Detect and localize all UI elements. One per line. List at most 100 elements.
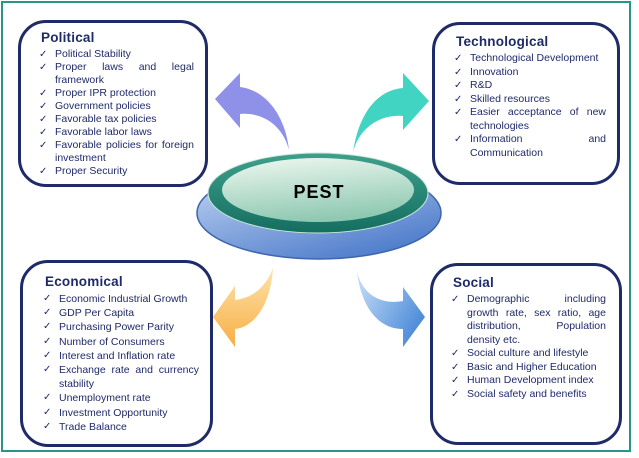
list-item-text: Human Development index bbox=[467, 374, 594, 386]
list-item: ✓ Information and Communication bbox=[454, 133, 606, 160]
list-item-text: Favorable tax policies bbox=[55, 113, 157, 125]
check-icon: ✓ bbox=[454, 134, 463, 145]
check-icon: ✓ bbox=[43, 349, 52, 361]
check-icon: ✓ bbox=[43, 420, 52, 432]
check-icon: ✓ bbox=[43, 293, 52, 304]
list-item-text: Favorable labor laws bbox=[55, 126, 152, 138]
list-item-text: Purchasing Power Parity bbox=[59, 321, 174, 334]
check-icon: ✓ bbox=[43, 307, 52, 319]
list-item-text: Social safety and benefits bbox=[467, 387, 587, 400]
list-item: ✓ Social safety and benefits bbox=[451, 388, 606, 402]
list-item: ✓ R&D bbox=[454, 79, 606, 93]
check-icon: ✓ bbox=[451, 294, 460, 305]
list-item: ✓ Demographic including growth rate, sex… bbox=[451, 293, 606, 347]
check-icon: ✓ bbox=[451, 388, 460, 400]
factor-box-economical: Economical ✓ Economic Industrial Growth … bbox=[20, 260, 213, 447]
list-item: ✓ GDP Per Capita bbox=[43, 306, 199, 320]
list-item: ✓ Skilled resources bbox=[454, 93, 606, 107]
list-item: ✓ Favorable labor laws bbox=[39, 126, 194, 139]
check-icon: ✓ bbox=[43, 364, 52, 376]
list-item: ✓ Political Stability bbox=[39, 48, 194, 61]
pest-label: PEST bbox=[293, 182, 345, 202]
list-item-text: Number of Consumers bbox=[59, 335, 165, 348]
list-item-text: Technological Development bbox=[470, 52, 599, 64]
list-item: ✓ Trade Balance bbox=[43, 420, 199, 434]
check-icon: ✓ bbox=[454, 93, 463, 105]
list-item-text: Innovation bbox=[470, 65, 519, 78]
factor-box-political: Political ✓ Political Stability ✓ Proper… bbox=[18, 20, 208, 187]
economical-list: ✓ Economic Industrial Growth ✓ GDP Per C… bbox=[43, 292, 199, 434]
list-item: ✓ Interest and Inflation rate bbox=[43, 349, 199, 363]
social-list: ✓ Demographic including growth rate, sex… bbox=[451, 293, 606, 401]
list-item-text: Basic and Higher Education bbox=[467, 360, 597, 373]
political-list: ✓ Political Stability ✓ Proper laws and … bbox=[39, 48, 194, 178]
curved-arrow-to-social-icon bbox=[357, 272, 425, 347]
list-item-text: Proper laws and legal framework bbox=[55, 61, 194, 86]
list-item: ✓ Favorable policies for foreign investm… bbox=[39, 139, 194, 165]
check-icon: ✓ bbox=[39, 127, 48, 138]
check-icon: ✓ bbox=[39, 140, 48, 151]
list-item-text: Investment Opportunity bbox=[59, 406, 168, 419]
list-item-text: Information and Communication bbox=[470, 133, 606, 159]
list-item: ✓ Technological Development bbox=[454, 52, 606, 66]
technological-list: ✓ Technological Development ✓ Innovation… bbox=[454, 52, 606, 160]
list-item-text: Easier acceptance of new technologies bbox=[470, 106, 606, 132]
political-title: Political bbox=[41, 30, 95, 45]
check-icon: ✓ bbox=[451, 375, 460, 386]
list-item: ✓ Purchasing Power Parity bbox=[43, 320, 199, 334]
list-item: ✓ Human Development index bbox=[451, 374, 606, 388]
list-item-text: Trade Balance bbox=[59, 420, 127, 433]
list-item-text: R&D bbox=[470, 79, 493, 91]
list-item: ✓ Number of Consumers bbox=[43, 335, 199, 349]
check-icon: ✓ bbox=[451, 361, 460, 373]
list-item: ✓ Government policies bbox=[39, 100, 194, 113]
economical-title: Economical bbox=[45, 274, 123, 289]
list-item: ✓ Favorable tax policies bbox=[39, 113, 194, 126]
list-item: ✓ Social culture and lifestyle bbox=[451, 347, 606, 361]
check-icon: ✓ bbox=[454, 107, 463, 118]
check-icon: ✓ bbox=[39, 49, 48, 60]
list-item-text: Skilled resources bbox=[470, 92, 550, 105]
list-item: ✓ Unemployment rate bbox=[43, 391, 199, 405]
list-item-text: Demographic including growth rate, sex r… bbox=[467, 293, 606, 346]
list-item-text: Favorable policies for foreign investmen… bbox=[55, 139, 194, 164]
list-item-text: Interest and Inflation rate bbox=[59, 349, 176, 362]
list-item-text: Social culture and lifestyle bbox=[467, 347, 589, 359]
list-item-text: Proper Security bbox=[55, 165, 128, 177]
check-icon: ✓ bbox=[43, 335, 52, 347]
pest-center-ellipse bbox=[196, 152, 442, 260]
check-icon: ✓ bbox=[454, 80, 463, 91]
list-item: ✓ Investment Opportunity bbox=[43, 406, 199, 420]
check-icon: ✓ bbox=[43, 406, 52, 418]
technological-title: Technological bbox=[456, 34, 549, 49]
check-icon: ✓ bbox=[454, 53, 463, 64]
check-icon: ✓ bbox=[454, 66, 463, 78]
list-item: ✓ Easier acceptance of new technologies bbox=[454, 106, 606, 133]
list-item: ✓ Basic and Higher Education bbox=[451, 361, 606, 375]
list-item-text: Proper IPR protection bbox=[55, 87, 156, 99]
check-icon: ✓ bbox=[451, 348, 460, 359]
list-item-text: GDP Per Capita bbox=[59, 307, 135, 320]
list-item: ✓ Proper Security bbox=[39, 165, 194, 178]
list-item-text: Political Stability bbox=[55, 48, 131, 60]
list-item-text: Government policies bbox=[55, 100, 151, 112]
check-icon: ✓ bbox=[39, 88, 48, 99]
check-icon: ✓ bbox=[43, 321, 52, 333]
check-icon: ✓ bbox=[39, 62, 48, 73]
list-item: ✓ Proper IPR protection bbox=[39, 87, 194, 100]
list-item-text: Exchange rate and currency stability bbox=[59, 364, 199, 391]
check-icon: ✓ bbox=[43, 392, 52, 404]
list-item: ✓ Exchange rate and currency stability bbox=[43, 363, 199, 391]
factor-box-technological: Technological ✓ Technological Developmen… bbox=[432, 22, 620, 185]
social-title: Social bbox=[453, 275, 494, 290]
list-item: ✓ Innovation bbox=[454, 66, 606, 80]
check-icon: ✓ bbox=[39, 166, 48, 177]
curved-arrow-to-political-icon bbox=[215, 73, 289, 150]
list-item: ✓ Economic Industrial Growth bbox=[43, 292, 199, 306]
list-item: ✓ Proper laws and legal framework bbox=[39, 61, 194, 87]
list-item-text: Unemployment rate bbox=[59, 392, 151, 405]
check-icon: ✓ bbox=[39, 114, 48, 125]
list-item-text: Economic Industrial Growth bbox=[59, 293, 188, 305]
curved-arrow-to-technological-icon bbox=[353, 73, 429, 152]
